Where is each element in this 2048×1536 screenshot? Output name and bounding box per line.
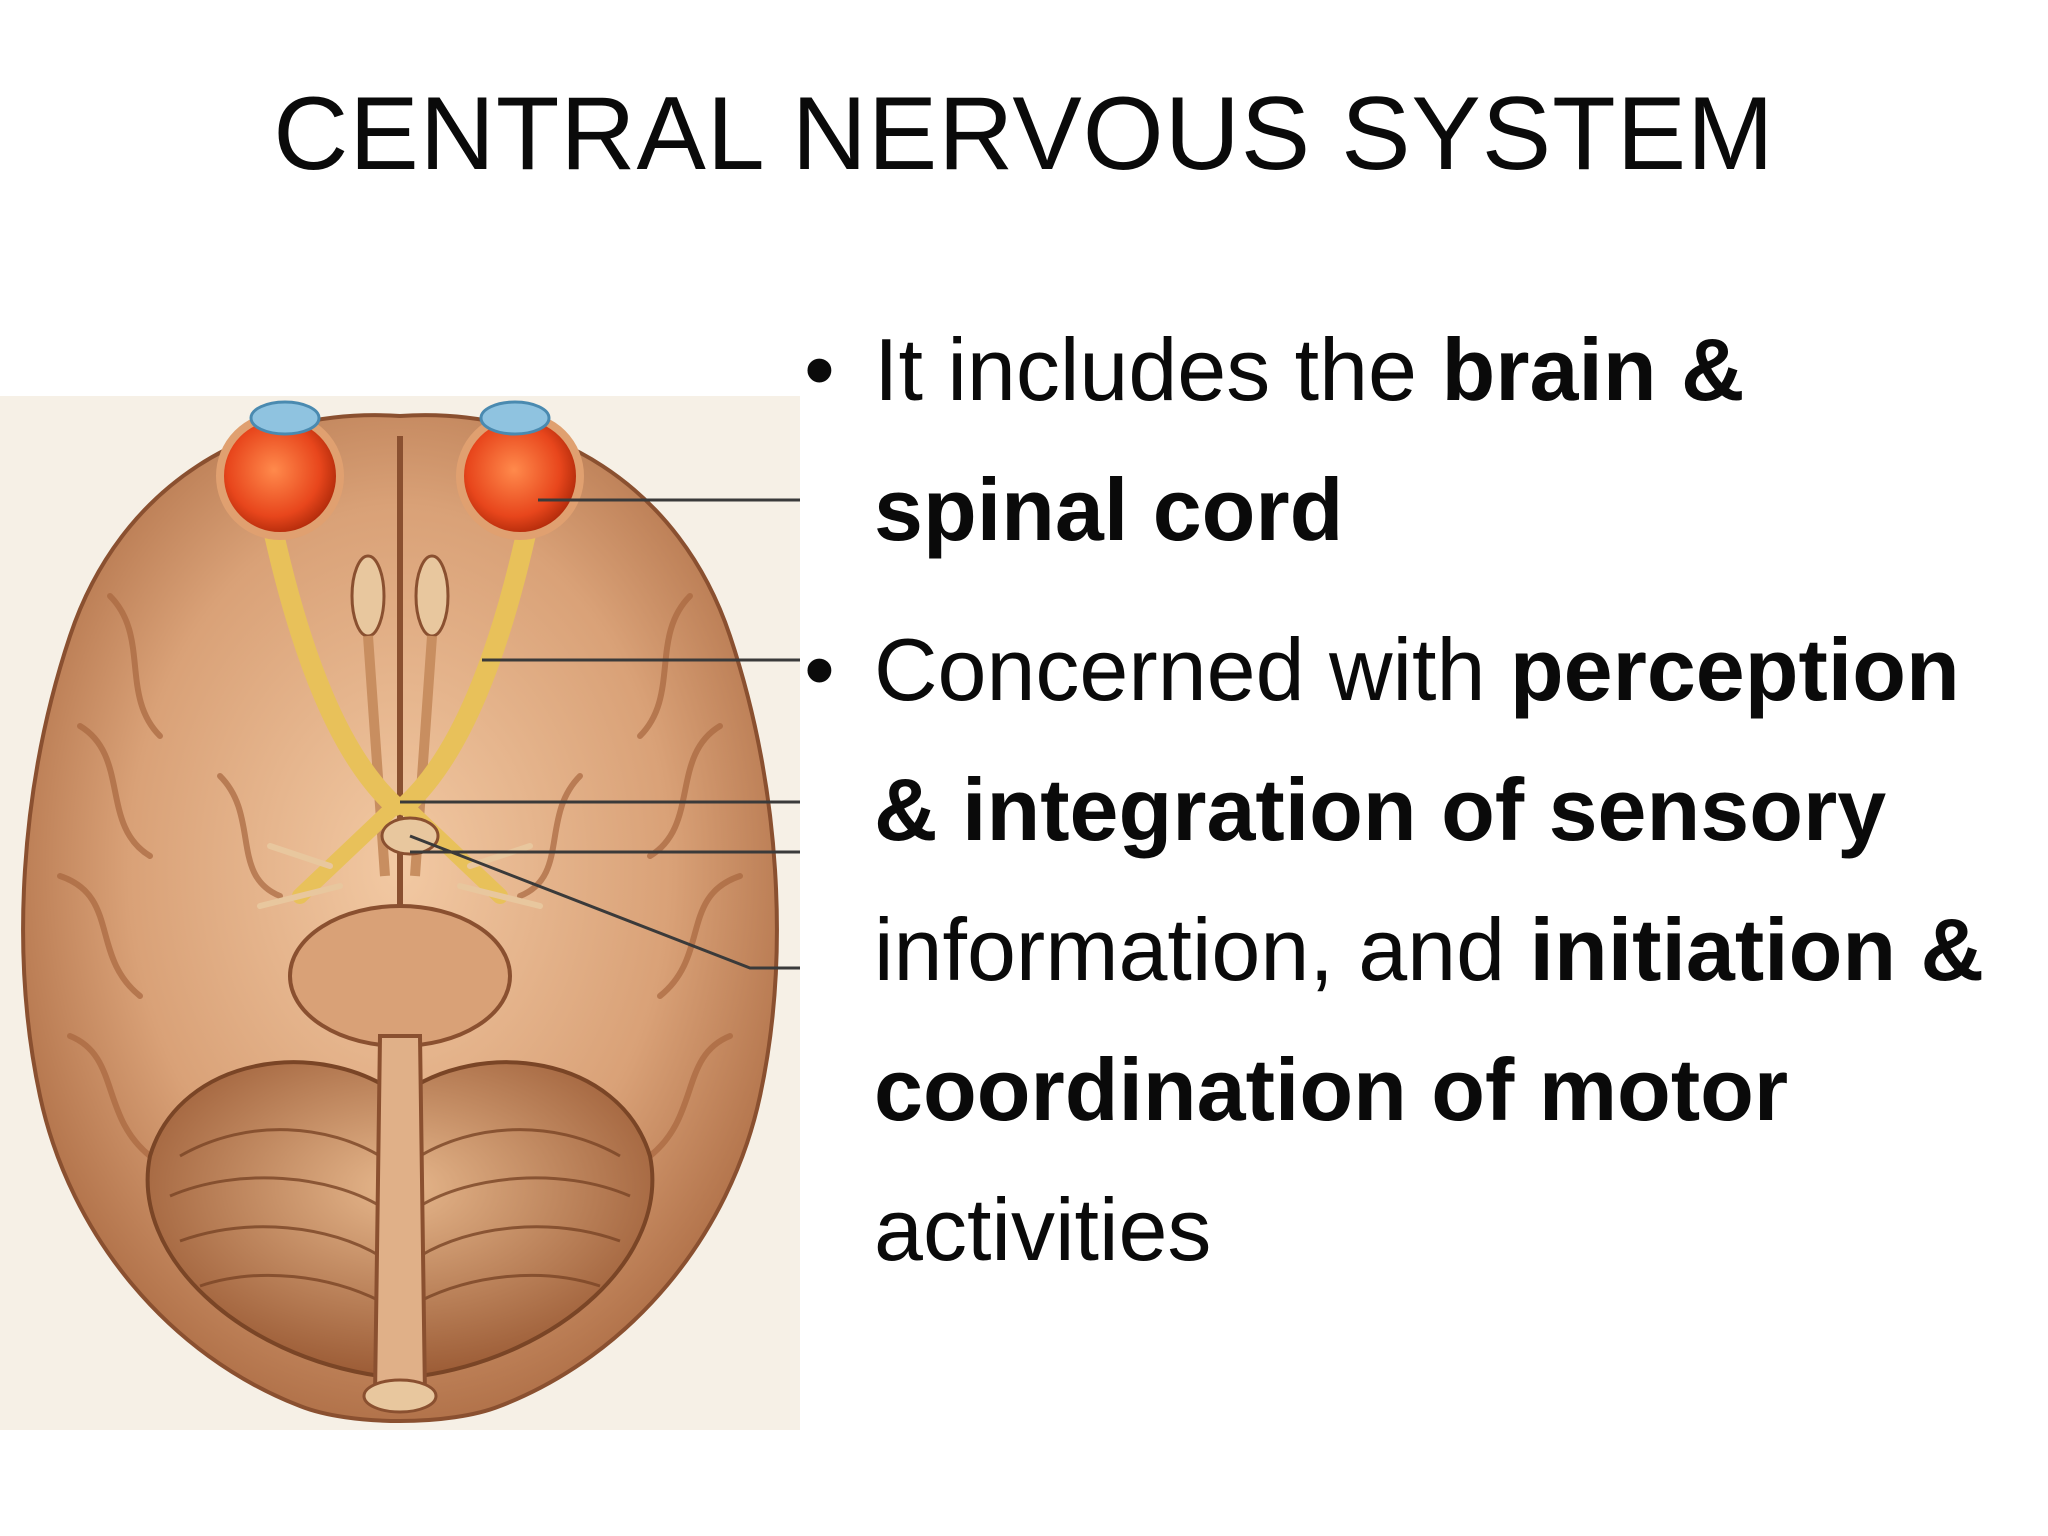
bullet-1-text-1: It includes the <box>874 320 1442 419</box>
bullet-2-text-1: Concerned with <box>874 620 1510 719</box>
olfactory-bulb-left <box>350 554 386 638</box>
gyri-texture <box>57 593 743 1159</box>
spinal-cord-section <box>362 1378 438 1414</box>
bullet-list: • It includes the brain & spinal cord • Co… <box>800 300 2010 1320</box>
brain-illustration <box>0 396 800 1430</box>
cerebellar-folia <box>169 1128 631 1303</box>
bullet-2-text-4: initiation & coordination of motor <box>874 900 1985 1139</box>
bullet-icon: • <box>804 620 835 719</box>
bullet-2-text-3: information, and <box>874 900 1530 999</box>
leader-lines <box>400 498 800 970</box>
bullet-item-1: • It includes the brain & spinal cord <box>800 300 2010 580</box>
pons <box>288 904 512 1048</box>
olfactory-bulb-right <box>414 554 450 638</box>
medulla <box>372 1034 428 1398</box>
slide-title: CENTRAL NERVOUS SYSTEM <box>273 76 1775 192</box>
cornea-left <box>249 400 321 436</box>
optic-nerve-left <box>260 506 405 816</box>
brain-figure-svg <box>21 400 800 1423</box>
optic-nerve-right <box>395 506 540 816</box>
bullet-2-text-5: activities <box>874 1180 1212 1279</box>
bullet-1-text-2: brain & spinal cord <box>874 320 1745 559</box>
cornea-right <box>479 400 551 436</box>
bullet-2-text-2: perception & integration of sensory <box>874 620 1960 859</box>
bullet-icon: • <box>804 320 835 419</box>
bullet-item-2: • Concerned with perception & integration… <box>800 600 2010 1300</box>
